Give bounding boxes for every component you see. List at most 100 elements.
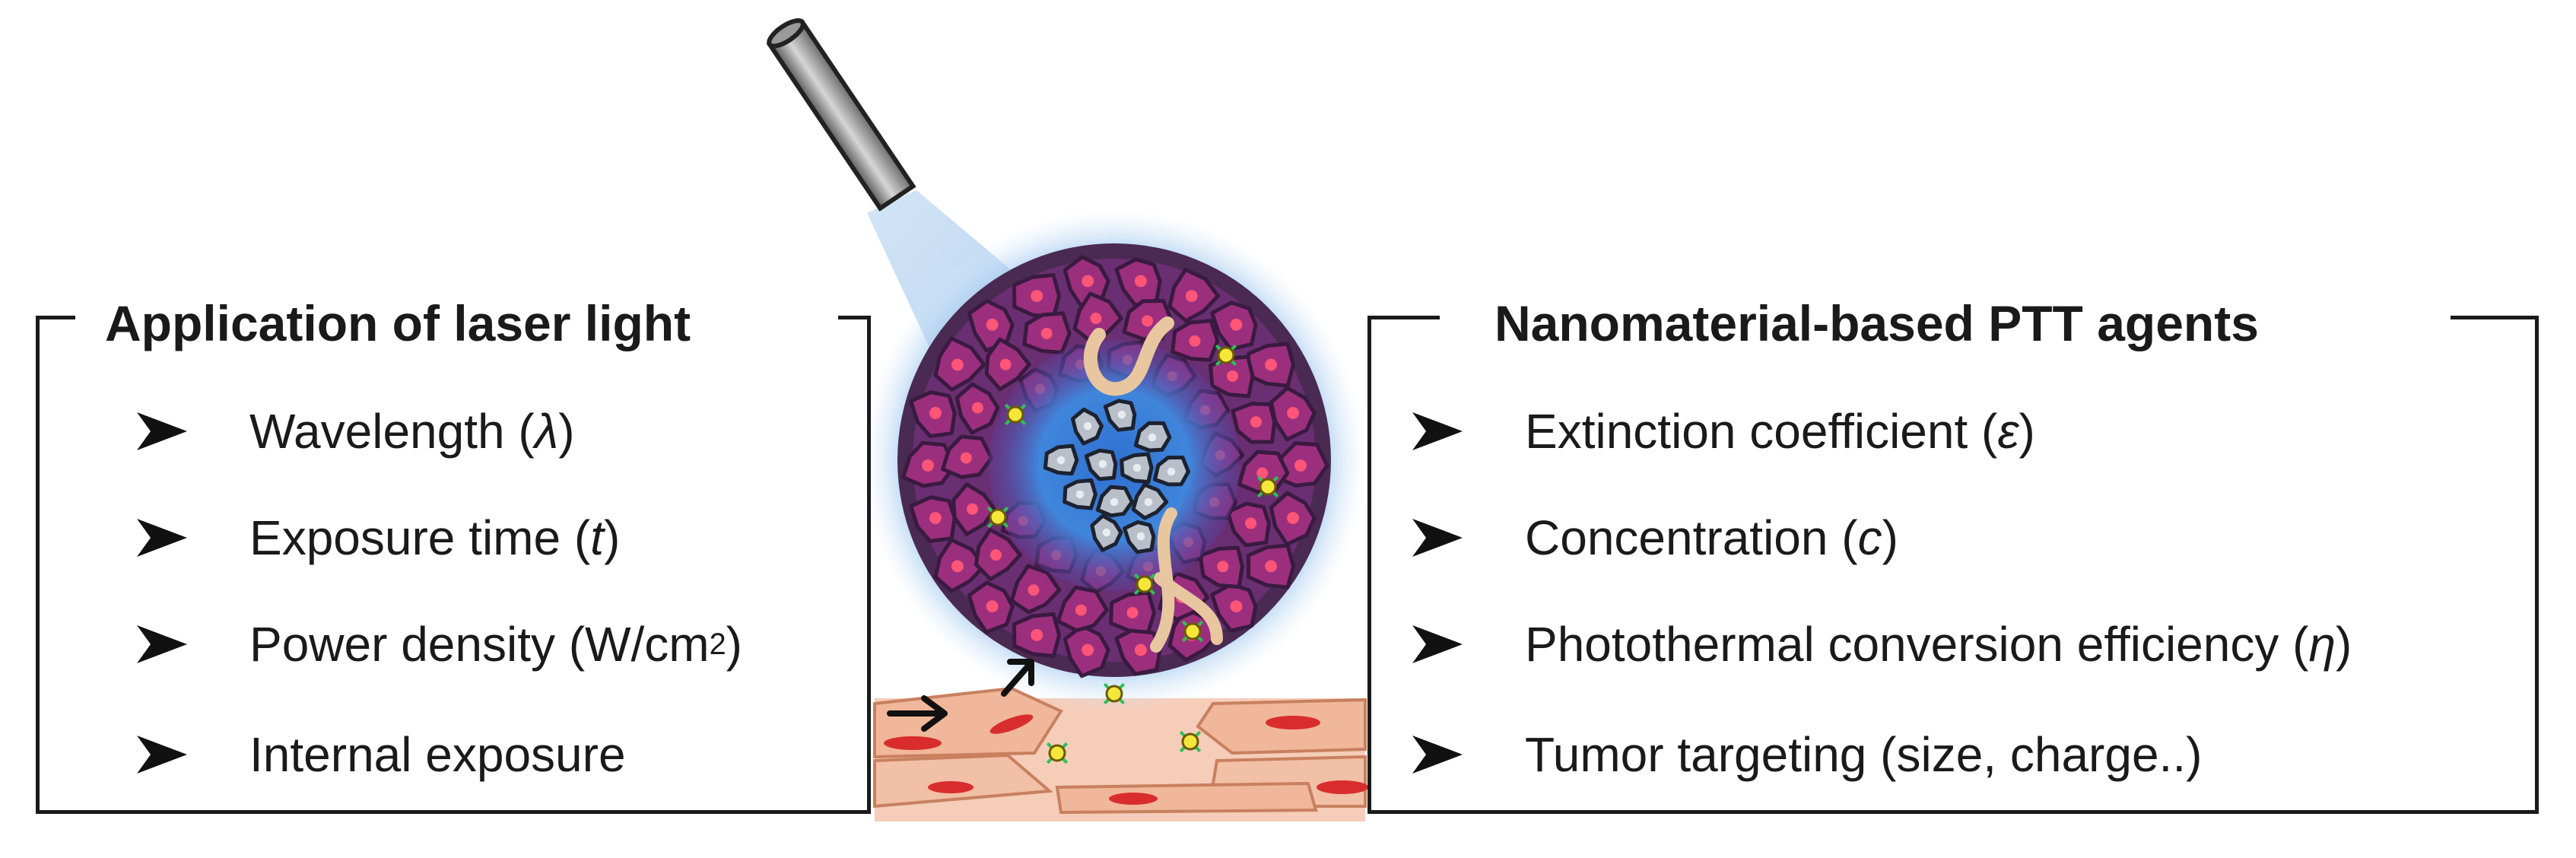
cell-nucleus <box>986 318 999 331</box>
cell-nucleus <box>1040 327 1053 339</box>
cell-nucleus <box>1227 370 1239 382</box>
left-item-exposure-time: Exposure time (t) <box>135 513 620 562</box>
right-item-efficiency: Photothermal conversion efficiency (η) <box>1411 620 2352 669</box>
left-item-text: Exposure time ( <box>249 510 591 565</box>
cell-nucleus <box>1265 358 1278 371</box>
time-symbol: t <box>590 510 604 565</box>
right-item-suffix: ) <box>2019 404 2035 459</box>
arrowhead-bullet-icon <box>1412 736 1463 774</box>
arrowhead-bullet-icon <box>137 736 187 774</box>
cell-nucleus <box>1102 528 1111 537</box>
cell-nucleus <box>922 459 934 472</box>
cell-nucleus <box>1028 584 1040 596</box>
nanoparticle-icon <box>1004 403 1027 426</box>
extravasation-arrows <box>887 659 1034 732</box>
cell-nucleus <box>1167 467 1176 476</box>
nanoparticle-icon <box>986 506 1009 529</box>
left-item-suffix: ) <box>603 510 621 565</box>
left-frame-top-left <box>36 316 75 319</box>
cell-nucleus <box>929 407 942 419</box>
cell-nucleus <box>960 452 972 464</box>
nanoparticle-icon <box>1179 730 1202 753</box>
cell-nucleus <box>1132 463 1142 472</box>
cell-nucleus <box>951 560 964 573</box>
cell-nucleus <box>1090 313 1102 324</box>
right-panel-frame <box>1367 318 2539 814</box>
right-frame-tick <box>2535 316 2539 331</box>
cell-nucleus <box>1031 628 1043 641</box>
right-item-text: Extinction coefficient ( <box>1525 404 1998 459</box>
cell-nucleus <box>1098 459 1107 469</box>
nanoparticle-icon <box>1256 475 1279 498</box>
left-item-text: Internal exposure <box>249 727 626 782</box>
nanoparticle-icon <box>1046 742 1069 764</box>
cell-nucleus <box>1250 416 1262 428</box>
right-item-text: Tumor targeting (size, charge..) <box>1525 727 2203 782</box>
cell-nucleus <box>1075 604 1087 616</box>
arrowhead-bullet-icon <box>1412 412 1463 450</box>
cell-nucleus <box>1082 275 1094 288</box>
left-item-wavelength: Wavelength (λ) <box>135 407 575 456</box>
cell-nucleus <box>971 402 983 414</box>
cell-nucleus <box>1185 290 1198 303</box>
arrowhead-bullet-icon <box>137 519 187 557</box>
cell-nucleus <box>989 549 1002 561</box>
arrowhead-bullet-icon <box>137 412 187 450</box>
nanoparticle-icon <box>1103 682 1126 705</box>
tumor-illustration <box>897 243 1331 678</box>
arrowhead-bullet-icon <box>137 625 187 663</box>
efficiency-symbol: η <box>2308 617 2336 672</box>
blood-vessel-illustration <box>873 686 1368 821</box>
cell-nucleus <box>1144 497 1153 507</box>
cell-nucleus <box>1136 532 1145 541</box>
cell-nucleus <box>1075 490 1085 499</box>
arrowhead-bullet-icon <box>1412 519 1463 557</box>
left-item-text: Wavelength ( <box>249 404 535 459</box>
cell-nucleus <box>1287 407 1299 419</box>
cell-nucleus <box>1031 290 1043 303</box>
cell-nucleus <box>1148 433 1157 442</box>
right-frame-top-right <box>2451 316 2539 319</box>
right-item-targeting: Tumor targeting (size, charge..) <box>1411 730 2202 779</box>
cell-nucleus <box>1294 459 1307 472</box>
cell-nucleus <box>1134 644 1147 656</box>
cell-nucleus <box>929 512 942 524</box>
right-item-concentration: Concentration (c) <box>1411 513 1898 562</box>
right-item-text: Photothermal conversion efficiency ( <box>1525 617 2309 672</box>
cell-nucleus <box>1256 467 1269 479</box>
cell-nucleus <box>1287 512 1299 524</box>
right-item-extinction: Extinction coefficient (ε) <box>1411 407 2035 456</box>
left-item-internal-exposure: Internal exposure <box>135 730 626 779</box>
nanoparticle-icon <box>1181 620 1204 643</box>
cell-nucleus <box>1142 315 1154 327</box>
right-item-suffix: ) <box>2335 617 2352 672</box>
arrowhead-bullet-icon <box>1412 625 1463 663</box>
nanoparticles <box>986 344 1279 764</box>
left-panel-frame <box>36 318 871 814</box>
left-item-suffix: ) <box>558 404 575 459</box>
cell-nucleus <box>1217 561 1229 573</box>
nanoparticle-icon <box>1133 573 1156 596</box>
cell-nucleus <box>1056 456 1066 465</box>
cell-nucleus <box>967 503 979 515</box>
cell-nucleus <box>1126 607 1139 618</box>
cell-nucleus <box>1230 318 1243 331</box>
cell-nucleus <box>951 358 964 371</box>
cell-nucleus <box>1189 335 1201 347</box>
cell-nucleus <box>986 600 999 613</box>
cell-nucleus <box>1230 600 1243 613</box>
left-panel-title: Application of laser light <box>105 295 691 351</box>
cell-nucleus <box>1082 644 1094 656</box>
cell-nucleus <box>1134 275 1147 288</box>
right-panel-title: Nanomaterial-based PTT agents <box>1494 295 2259 351</box>
extinction-symbol: ε <box>1997 404 2019 459</box>
right-frame-top-left <box>1367 316 1440 319</box>
left-item-text: Power density (W/cm <box>249 617 710 672</box>
concentration-symbol: c <box>1857 510 1882 565</box>
left-item-suffix: ) <box>726 617 742 672</box>
wavelength-symbol: λ <box>534 404 559 459</box>
cell-nucleus <box>1245 517 1257 529</box>
laser-fiber-icon <box>766 18 916 212</box>
